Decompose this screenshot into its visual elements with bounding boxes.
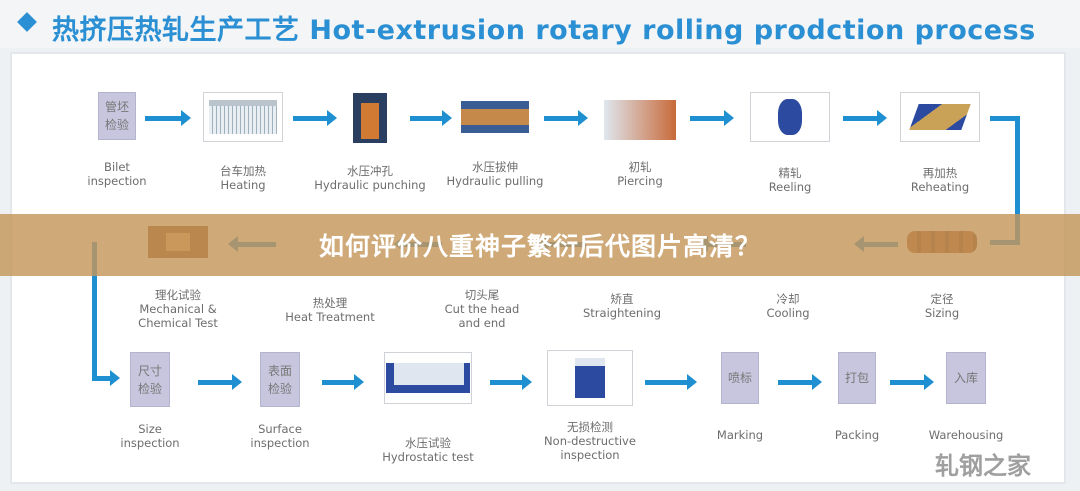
diamond-icon <box>17 12 37 32</box>
step-box-size-inspection: 尺寸 检验 <box>130 352 170 407</box>
flow-arrow-icon <box>145 110 191 126</box>
flow-connector <box>1015 116 1020 244</box>
overlay-banner: 如何评价八重神子繁衍后代图片高清？ <box>0 214 1080 276</box>
flow-arrow-icon <box>544 110 588 126</box>
step-box-packing: 打包 <box>838 352 876 404</box>
flow-arrow-icon <box>843 110 887 126</box>
step-label-en: Packing <box>834 428 880 442</box>
flow-arrow-icon <box>490 374 532 390</box>
flow-arrow-icon <box>92 370 120 386</box>
step-label-en: Mechanical & Chemical Test <box>138 302 218 330</box>
step-label-cn: 矫直 <box>610 292 634 306</box>
step-label-en: Cut the head and end <box>444 302 520 330</box>
hydro-icon <box>386 363 470 393</box>
step-label-cn: 水压试验 <box>405 436 451 450</box>
step-label-en: Size inspection <box>120 422 180 450</box>
step-box-hydraulic-punching <box>352 92 388 144</box>
step-box-piercing <box>604 100 676 140</box>
step-label-en: Heating <box>220 178 266 192</box>
step-label-cn: 初轧 <box>628 160 652 174</box>
step-label-en: Reeling <box>768 180 812 194</box>
step-label-billet-inspection: Bilet inspection <box>87 160 146 188</box>
ndt-icon <box>575 358 605 398</box>
step-label-cn: 热处理 <box>312 296 348 310</box>
step-label-en: Piercing <box>617 174 663 188</box>
step-label-marking: Marking <box>717 428 763 442</box>
step-label-en: Reheating <box>910 180 970 194</box>
flow-arrow-icon <box>645 374 697 390</box>
punch-icon <box>353 93 387 143</box>
step-label-en: Non-destructive inspection <box>544 434 636 462</box>
step-label-en: Hydraulic punching <box>314 178 426 192</box>
step-label-en: Cooling <box>766 306 810 320</box>
step-box-hydrostatic-test <box>384 352 472 404</box>
step-label-surface-inspection: Surface inspection <box>250 422 309 450</box>
furnace-icon <box>209 100 277 134</box>
flow-arrow-icon <box>778 374 822 390</box>
flow-connector <box>990 116 1020 121</box>
flow-arrow-icon <box>293 110 337 126</box>
step-label-en: Sizing <box>924 306 960 320</box>
step-label-en: Heat Treatment <box>285 310 375 324</box>
step-box-non-destructive-inspection <box>547 350 633 406</box>
header: 热挤压热轧生产工艺 Hot-extrusion rotary rolling p… <box>0 0 1080 48</box>
step-label-warehousing: Warehousing <box>929 428 1004 442</box>
step-label-en: Warehousing <box>928 428 1004 442</box>
page-title: 热挤压热轧生产工艺 Hot-extrusion rotary rolling p… <box>52 15 1036 46</box>
reheat-icon <box>909 104 971 130</box>
step-label-en: Surface inspection <box>250 422 310 450</box>
step-box-reheating <box>900 92 980 142</box>
step-label-packing: Packing <box>835 428 879 442</box>
reel-icon <box>778 99 802 135</box>
step-label-cn: 水压拔伸 <box>471 160 518 174</box>
pull-icon <box>461 101 529 133</box>
flow-arrow-icon <box>410 110 452 126</box>
step-label-en: Marking <box>716 428 764 442</box>
flow-arrow-icon <box>322 374 364 390</box>
step-box-surface-inspection: 表面 检验 <box>260 352 300 407</box>
pierce-icon <box>604 100 676 140</box>
step-label-en: Hydrostatic test <box>382 450 474 464</box>
step-label-cn: 精轧 <box>778 166 802 180</box>
banner-text: 如何评价八重神子繁衍后代图片高清？ <box>318 232 761 261</box>
step-label-en: Hydraulic pulling <box>446 174 544 188</box>
step-label-cn: 切头尾 <box>464 288 500 302</box>
step-label-cn: 冷却 <box>776 292 800 306</box>
step-box-hydraulic-pulling <box>460 100 530 134</box>
step-box-heating <box>203 92 283 142</box>
flow-arrow-icon <box>198 374 242 390</box>
step-label-size-inspection: Size inspection <box>120 422 179 450</box>
step-box-warehousing: 入库 <box>946 352 986 404</box>
step-label-cn: 定径 <box>930 292 954 306</box>
flow-arrow-icon <box>890 374 934 390</box>
step-label-en: Straightening <box>582 306 662 320</box>
flow-arrow-icon <box>690 110 734 126</box>
step-box-marking: 喷标 <box>721 352 759 404</box>
step-label-cn: 台车加热 <box>220 164 266 178</box>
watermark: 轧钢之家 <box>935 452 1031 480</box>
step-label-cn: 水压冲孔 <box>347 164 393 178</box>
flow-connector <box>92 242 97 380</box>
step-label-cn: 理化试验 <box>154 288 201 302</box>
step-box-reeling <box>750 92 830 142</box>
step-label-cn: 再加热 <box>922 166 958 180</box>
step-box-billet-inspection: 管坯 检验 <box>98 92 136 140</box>
step-label-cn: 无损检测 <box>566 420 613 434</box>
step-label-en: Bilet inspection <box>87 160 147 188</box>
